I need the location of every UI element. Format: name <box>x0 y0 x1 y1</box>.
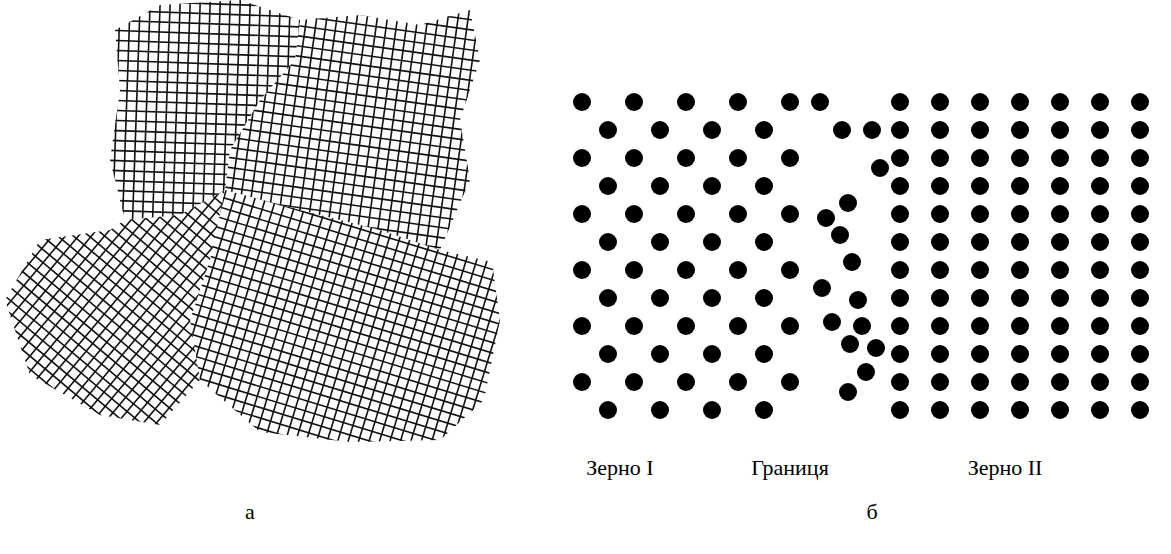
region-label: Зерно I <box>586 455 653 481</box>
region-label: Зерно II <box>968 455 1043 481</box>
polycrystal-grains <box>0 0 719 554</box>
atomic-lattice <box>573 93 1149 419</box>
panel-label: б <box>866 499 877 525</box>
region-label: Границя <box>751 455 829 481</box>
panel-label: а <box>245 499 255 525</box>
grain <box>0 0 719 554</box>
